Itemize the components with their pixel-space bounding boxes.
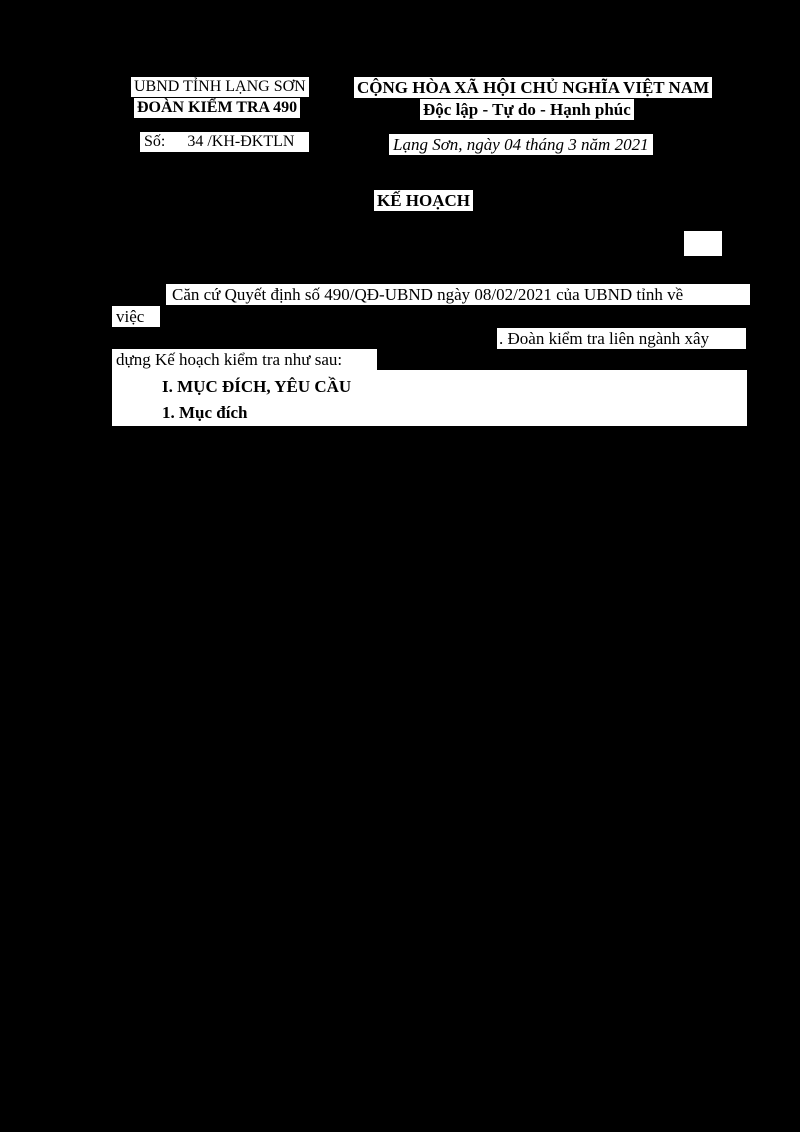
section-subheading: 1. Mục đích <box>162 403 248 422</box>
paragraph-line-1: Căn cứ Quyết định số 490/QĐ-UBND ngày 08… <box>166 284 750 305</box>
place-date: Lạng Sơn, ngày 04 tháng 3 năm 2021 <box>389 134 653 155</box>
org-underline <box>166 119 262 120</box>
paragraph-line-3: dựng Kế hoạch kiểm tra như sau: <box>112 349 377 370</box>
number-label: Số: <box>144 133 166 150</box>
paragraph-line-2-start: việc <box>112 306 160 327</box>
paragraph-line-2-end: . Đoàn kiểm tra liên ngành xây <box>497 328 746 349</box>
org-name-line2: ĐOÀN KIỂM TRA 490 <box>134 98 301 118</box>
section-heading: I. MỤC ĐÍCH, YÊU CẦU <box>162 377 352 396</box>
nation-motto: Độc lập - Tự do - Hạnh phúc <box>420 99 634 120</box>
nation-title: CỘNG HÒA XÃ HỘI CHỦ NGHĨA VIỆT NAM <box>354 77 713 98</box>
number-suffix: /KH-ĐKTLN <box>207 133 295 150</box>
doc-title: KẾ HOẠCH <box>374 190 474 211</box>
document-number: Số: 34 /KH-ĐKTLN <box>140 132 309 152</box>
number-value: 34 <box>187 133 204 150</box>
white-block <box>684 231 722 256</box>
org-name-line1: UBND TỈNH LẠNG SƠN <box>131 77 309 97</box>
section-block: I. MỤC ĐÍCH, YÊU CẦU 1. Mục đích <box>112 370 747 426</box>
